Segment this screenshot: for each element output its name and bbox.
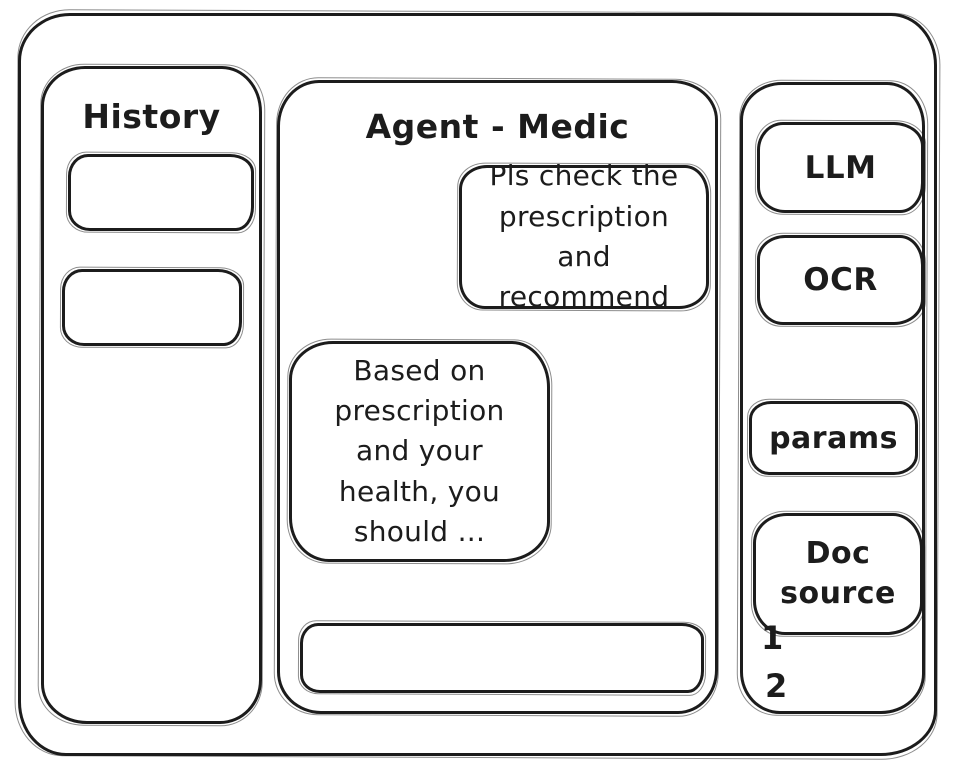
history-item[interactable] — [68, 154, 254, 231]
doc-source-button[interactable]: Doc source — [753, 513, 923, 635]
history-title: History — [82, 97, 221, 136]
doc-source-item-2[interactable]: 2 — [765, 667, 788, 705]
llm-button[interactable]: LLM — [757, 122, 924, 213]
doc-source-item-1[interactable]: 1 — [761, 619, 784, 657]
assistant-message-bubble: Based on prescription and your health, y… — [289, 341, 550, 562]
history-item[interactable] — [62, 269, 242, 346]
chat-panel: Agent - Medic Pls check the prescription… — [277, 80, 718, 714]
user-message-bubble: Pls check the prescription and recommend — [459, 159, 709, 313]
tools-sidebar: LLM OCR params Doc source 1 2 — [740, 82, 925, 714]
chat-title: Agent - Medic — [365, 107, 630, 146]
history-sidebar: History — [41, 66, 262, 724]
ocr-button[interactable]: OCR — [757, 235, 924, 325]
message-input-box — [300, 623, 704, 693]
app-window-frame: History Agent - Medic Pls check the pres… — [18, 13, 937, 756]
params-button[interactable]: params — [749, 401, 918, 475]
message-input[interactable] — [303, 626, 701, 690]
